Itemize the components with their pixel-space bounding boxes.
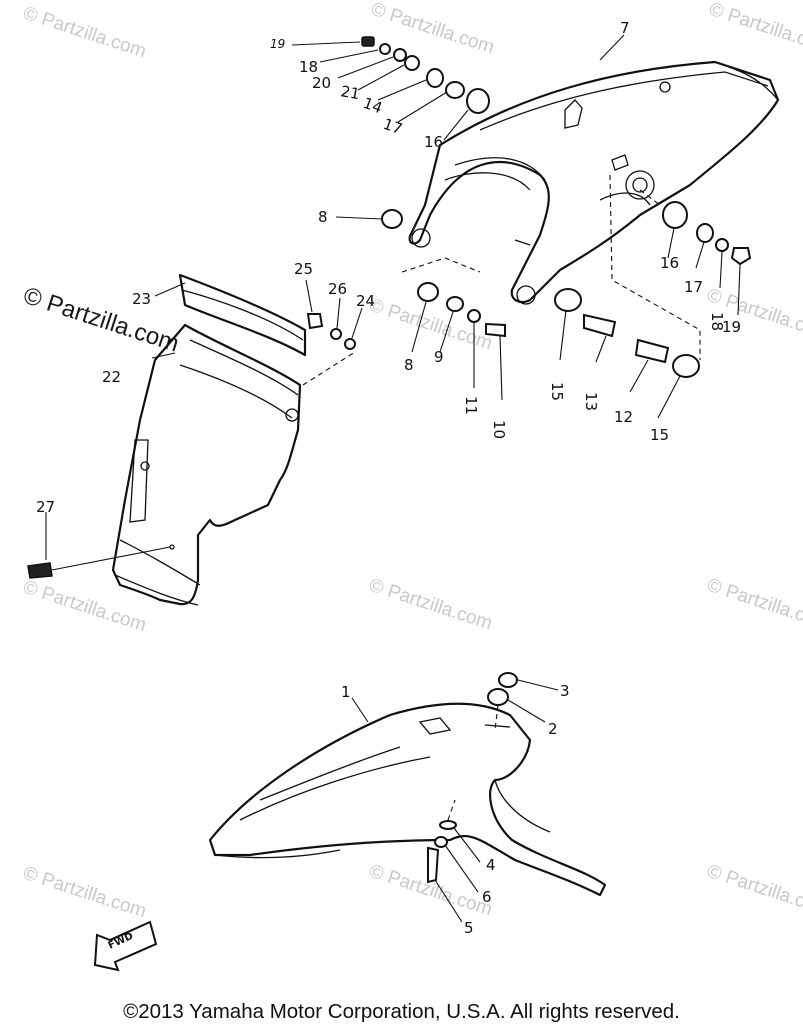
callout-18-right: 18 bbox=[708, 312, 726, 331]
callouts: 1 2 3 4 5 6 7 8 8 9 10 11 12 13 14 15 15… bbox=[36, 19, 741, 937]
rear-fender bbox=[408, 60, 780, 305]
callout-16-right: 16 bbox=[660, 254, 679, 272]
watermarks: © Partzilla.com © Partzilla.com © Partzi… bbox=[20, 0, 803, 922]
callout-12: 12 bbox=[614, 408, 633, 426]
callout-15-lower: 15 bbox=[650, 426, 669, 444]
callout-24: 24 bbox=[356, 292, 375, 310]
hardware-stack-top bbox=[361, 36, 490, 114]
watermark: © Partzilla.com bbox=[366, 295, 494, 355]
callout-19-right: 19 bbox=[722, 318, 741, 336]
clip-27 bbox=[27, 546, 171, 579]
callout-5: 5 bbox=[464, 919, 474, 937]
callout-4: 4 bbox=[486, 856, 496, 874]
exploded-view: © Partzilla.com © Partzilla.com © Partzi… bbox=[20, 0, 803, 972]
callout-8-lower: 8 bbox=[404, 356, 414, 374]
callout-7: 7 bbox=[620, 19, 630, 37]
watermark: © Partzilla.com bbox=[20, 577, 148, 637]
callout-22: 22 bbox=[102, 368, 121, 386]
watermark: © Partzilla.com bbox=[20, 863, 148, 923]
callout-9: 9 bbox=[434, 348, 444, 366]
leader-lines bbox=[45, 34, 741, 923]
callout-16: 16 bbox=[424, 133, 443, 151]
hardware-right bbox=[554, 201, 752, 378]
watermark: © Partzilla.com bbox=[366, 575, 494, 635]
callout-6: 6 bbox=[482, 888, 492, 906]
watermark: © Partzilla.com bbox=[20, 3, 148, 63]
callout-1: 1 bbox=[341, 683, 351, 701]
callout-17-right: 17 bbox=[684, 278, 703, 296]
callout-23: 23 bbox=[132, 290, 151, 308]
callout-17: 17 bbox=[381, 115, 405, 138]
callout-19: 19 bbox=[270, 37, 285, 51]
callout-3: 3 bbox=[560, 682, 570, 700]
callout-21: 21 bbox=[339, 82, 361, 103]
hardware-mudguard bbox=[302, 313, 356, 386]
callout-8: 8 bbox=[318, 208, 328, 226]
callout-10: 10 bbox=[490, 420, 508, 439]
hardware-left bbox=[381, 209, 506, 338]
assembly-line bbox=[401, 257, 481, 273]
front-fender bbox=[208, 702, 607, 897]
copyright-notice: ©2013 Yamaha Motor Corporation, U.S.A. A… bbox=[123, 1000, 680, 1023]
watermark: © Partzilla.com bbox=[704, 861, 803, 921]
callout-27: 27 bbox=[36, 498, 55, 516]
watermark: © Partzilla.com bbox=[704, 575, 803, 635]
callout-26: 26 bbox=[328, 280, 347, 298]
callout-15: 15 bbox=[548, 382, 566, 401]
rear-mudguard bbox=[111, 273, 307, 606]
callout-25: 25 bbox=[294, 260, 313, 278]
watermark-prominent: © Partzilla.com bbox=[20, 282, 182, 358]
callout-18: 18 bbox=[299, 58, 318, 76]
callout-14: 14 bbox=[361, 94, 385, 117]
fwd-arrow: FWD bbox=[93, 920, 158, 972]
watermark: © Partzilla.com bbox=[706, 0, 803, 58]
assembly-line bbox=[639, 189, 661, 206]
assembly-line bbox=[609, 174, 701, 360]
callout-2: 2 bbox=[548, 720, 558, 738]
callout-13: 13 bbox=[582, 392, 600, 411]
hardware-front bbox=[427, 672, 518, 884]
callout-20: 20 bbox=[312, 74, 331, 92]
callout-11: 11 bbox=[462, 396, 480, 415]
